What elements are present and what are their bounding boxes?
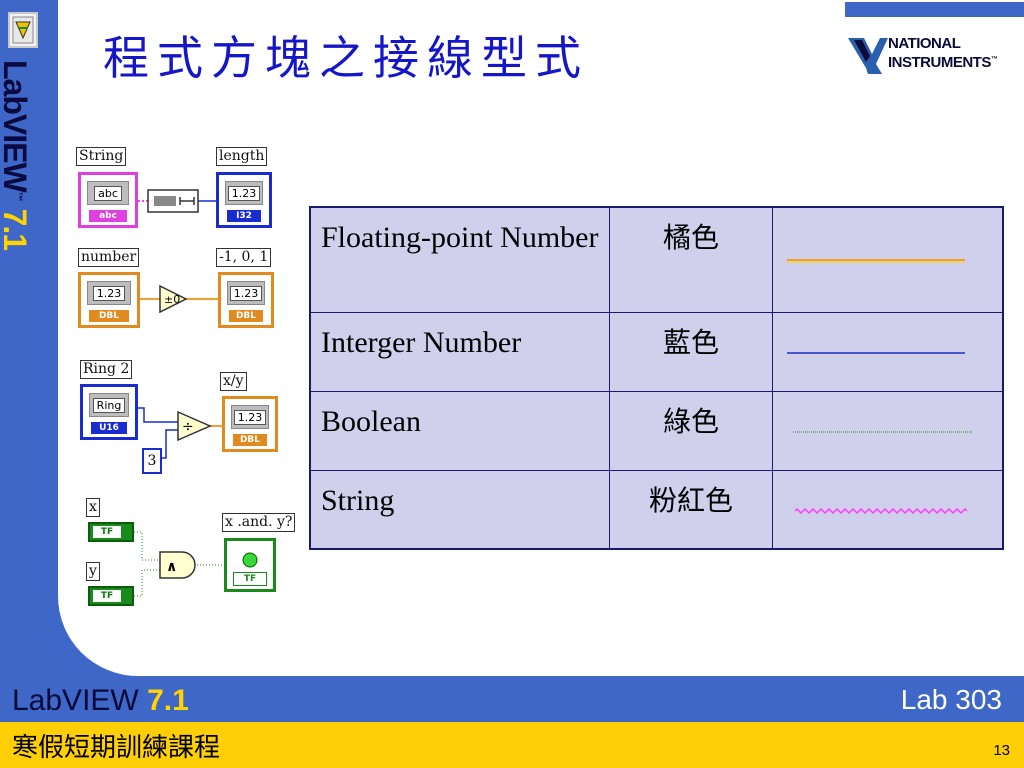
color-cell: 橘色 bbox=[609, 206, 773, 313]
type-cell: Interger Number bbox=[309, 311, 610, 392]
div-indicator[interactable]: 1.23 DBL bbox=[222, 396, 278, 452]
footer-lab: Lab 303 bbox=[900, 684, 1002, 715]
ring-control[interactable]: Ring U16 bbox=[80, 384, 138, 440]
type-cell: Boolean bbox=[309, 390, 610, 471]
footer-course: 寒假短期訓練課程 bbox=[12, 733, 221, 763]
number-tag: DBL bbox=[89, 310, 129, 322]
div-field: 1.23 bbox=[233, 409, 267, 425]
ni-eagle-logo-icon bbox=[848, 38, 888, 74]
ni-logo-text: NATIONAL INSTRUMENTS™ bbox=[888, 35, 998, 71]
string-tag: abc bbox=[89, 210, 127, 222]
table-row: String 粉紅色 bbox=[309, 469, 1004, 550]
type-cell: String bbox=[309, 469, 610, 550]
y-tf-tag: TF bbox=[93, 590, 121, 602]
string-control[interactable]: abc abc bbox=[78, 172, 138, 228]
length-field: 1.23 bbox=[227, 185, 261, 201]
boolean-wire-sample bbox=[793, 431, 973, 432]
and-tag: TF bbox=[233, 572, 267, 586]
type-cell: Floating-point Number bbox=[309, 206, 610, 313]
block-diagram: ±0 ÷ ∧ String abc abc length 1.23 I32 nu… bbox=[74, 140, 304, 620]
wire-type-table: Floating-point Number 橘色 Interger Number… bbox=[309, 206, 1004, 550]
wire-sample-cell bbox=[772, 469, 1004, 550]
table-row: Boolean 綠色 bbox=[309, 390, 1004, 471]
string-label: String bbox=[76, 147, 127, 166]
color-cell: 藍色 bbox=[609, 311, 773, 392]
sign-node-symbol: ±0 bbox=[164, 293, 180, 306]
diagram-wires: ±0 ÷ ∧ bbox=[134, 189, 258, 597]
length-tag: I32 bbox=[227, 210, 261, 222]
sign-indicator[interactable]: 1.23 DBL bbox=[218, 272, 274, 328]
x-boolean-control[interactable]: TF bbox=[88, 522, 134, 542]
table-row: Interger Number 藍色 bbox=[309, 311, 1004, 392]
float-wire-sample bbox=[787, 259, 965, 263]
y-boolean-control[interactable]: TF bbox=[88, 586, 134, 606]
ni-line1: NATIONAL bbox=[888, 35, 961, 52]
div-tag: DBL bbox=[233, 434, 267, 446]
number-label: number bbox=[78, 248, 140, 267]
labview-icon bbox=[8, 12, 38, 48]
x-label: x bbox=[86, 498, 100, 517]
footer-bar bbox=[0, 722, 1024, 768]
top-accent-bar bbox=[845, 2, 1024, 17]
sign-field: 1.23 bbox=[229, 285, 263, 301]
wire-sample-cell bbox=[772, 311, 1004, 392]
and-label: x .and. y? bbox=[222, 513, 296, 532]
number-control[interactable]: 1.23 DBL bbox=[78, 272, 140, 328]
page-number: 13 bbox=[993, 742, 1010, 759]
sidebar-tm: ™ bbox=[12, 191, 24, 201]
footer-brand-name: LabVIEW bbox=[12, 684, 139, 717]
sidebar-version: 7.1 bbox=[0, 208, 33, 251]
div-label: x/y bbox=[220, 372, 247, 391]
sign-label: -1, 0, 1 bbox=[216, 248, 272, 267]
string-wire-sample bbox=[795, 507, 968, 514]
wire-sample-cell bbox=[772, 390, 1004, 471]
table-row: Floating-point Number 橘色 bbox=[309, 206, 1004, 313]
ring-field: Ring bbox=[92, 397, 126, 413]
x-tf-tag: TF bbox=[93, 526, 121, 538]
color-cell: 粉紅色 bbox=[609, 469, 773, 550]
footer-version: 7.1 bbox=[147, 684, 189, 717]
footer-brand: LabVIEW 7.1 bbox=[12, 684, 189, 718]
color-cell: 綠色 bbox=[609, 390, 773, 471]
sidebar-brand: LabVIEW™ 7.1 bbox=[0, 60, 33, 250]
ring-tag: U16 bbox=[91, 422, 127, 434]
and-indicator[interactable]: TF bbox=[224, 538, 276, 592]
sidebar-brand-name: LabVIEW bbox=[0, 60, 33, 192]
ni-tm: ™ bbox=[990, 56, 998, 63]
ring-label: Ring 2 bbox=[80, 360, 133, 379]
number-field: 1.23 bbox=[92, 285, 126, 301]
integer-wire-sample bbox=[787, 351, 965, 354]
y-label: y bbox=[86, 562, 100, 581]
divide-node-symbol: ÷ bbox=[182, 419, 194, 435]
and-node-symbol: ∧ bbox=[166, 559, 177, 575]
slide-title: 程式方塊之接線型式 bbox=[103, 31, 589, 85]
string-field: abc bbox=[94, 185, 122, 201]
sign-tag: DBL bbox=[229, 310, 263, 322]
length-label: length bbox=[216, 147, 268, 166]
wire-sample-cell bbox=[772, 206, 1004, 313]
ni-line2: INSTRUMENTS bbox=[888, 54, 991, 71]
length-indicator[interactable]: 1.23 I32 bbox=[216, 172, 272, 228]
constant-three[interactable]: 3 bbox=[142, 448, 162, 474]
